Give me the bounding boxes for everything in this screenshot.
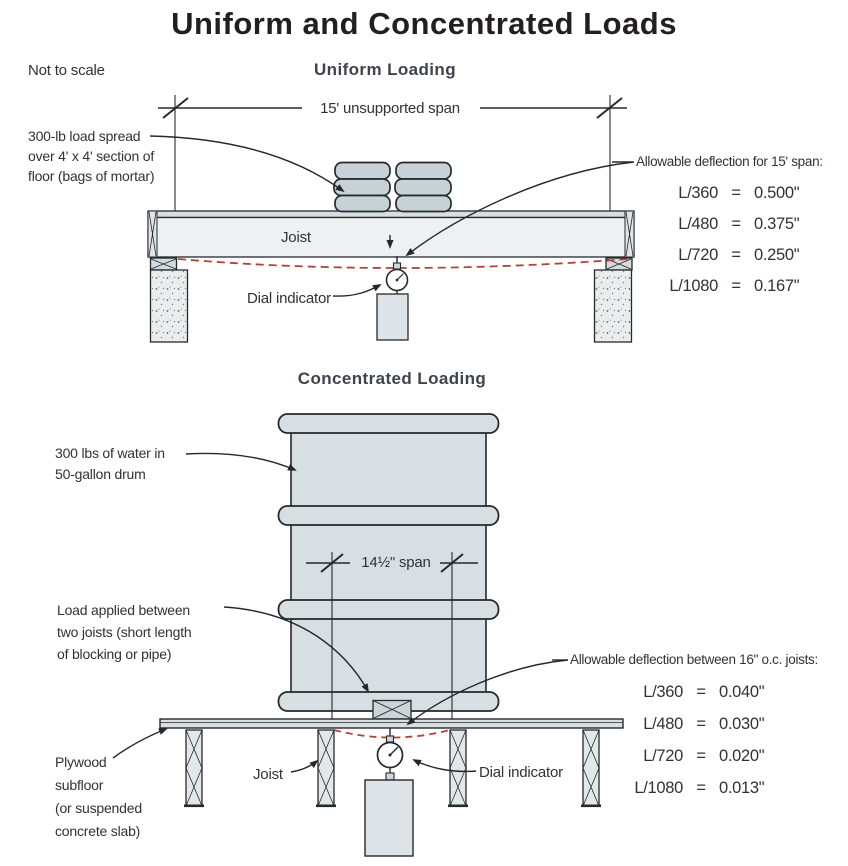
deflection-value: 0.040" — [719, 682, 765, 701]
uniform-load-label-line: floor (bags of mortar) — [28, 168, 155, 184]
equals-sign: = — [731, 215, 741, 233]
equals-sign: = — [696, 682, 706, 701]
left-support-pier — [149, 257, 189, 343]
uniform-load-label-line: 300-lb load spread — [28, 128, 141, 144]
concentrated-span-label: 14½" span — [361, 554, 431, 571]
subfloor-label: Plywood subfloor (or suspended concrete … — [55, 751, 142, 843]
dial-indicator-gauge — [364, 728, 414, 857]
uniform-loading-diagram — [147, 95, 635, 343]
uniform-joist-label: Joist — [281, 229, 311, 246]
equals-sign: = — [696, 714, 706, 733]
drum-load-label-line: 50-gallon drum — [55, 466, 146, 482]
deflection-value: 0.167" — [754, 277, 800, 295]
floor-joists — [184, 729, 601, 808]
concentrated-joist-label: Joist — [253, 766, 283, 783]
concentrated-loading-diagram — [112, 413, 624, 857]
blocking-piece — [372, 699, 412, 720]
deflection-ratio: L/1080 — [634, 778, 683, 797]
deflection-value: 0.020" — [719, 746, 765, 765]
subfloor-label-line: concrete slab) — [55, 823, 141, 839]
drum-load-label-line: 300 lbs of water in — [55, 445, 165, 461]
deflection-value: 0.500" — [754, 184, 800, 202]
uniform-span-label: 15' unsupported span — [320, 100, 460, 117]
leader-arrows — [149, 135, 635, 297]
blocking-load-label-line: two joists (short length — [57, 624, 192, 640]
deflection-curve — [333, 729, 451, 739]
concentrated-dial-indicator-label: Dial indicator — [479, 764, 563, 781]
uniform-deflection-heading: Allowable deflection for 15' span: — [636, 154, 823, 169]
leader-arrows — [112, 452, 569, 773]
joist-beam — [147, 210, 635, 258]
equals-sign: = — [731, 246, 741, 264]
concentrated-deflection-heading: Allowable deflection between 16" o.c. jo… — [570, 652, 818, 667]
equals-sign: = — [696, 778, 706, 797]
blocking-load-label-line: of blocking or pipe) — [57, 646, 172, 662]
deflection-ratio: L/360 — [643, 682, 683, 701]
deflection-value: 0.375" — [754, 215, 800, 233]
uniform-load-label-line: over 4' x 4' section of — [28, 148, 155, 164]
deflection-ratio: L/1080 — [669, 277, 718, 295]
water-drum — [277, 413, 500, 712]
subfloor-label-line: Plywood — [55, 754, 107, 770]
deflection-ratio: L/480 — [678, 215, 718, 233]
plywood-subfloor — [159, 718, 624, 729]
deflection-ratio: L/480 — [643, 714, 683, 733]
uniform-deflection-table: L/360 = 0.500" L/480 = 0.375" L/720 = 0.250" L… — [660, 178, 838, 302]
equals-sign: = — [731, 184, 741, 202]
drum-load-label: 300 lbs of water in 50-gallon drum — [55, 443, 165, 485]
equals-sign: = — [696, 746, 706, 765]
deflection-ratio: L/360 — [678, 184, 718, 202]
concentrated-deflection-table: L/360 = 0.040" L/480 = 0.030" L/720 = 0.020" L… — [625, 676, 803, 804]
deflection-value: 0.030" — [719, 714, 765, 733]
blocking-load-label-line: Load applied between — [57, 602, 191, 618]
concentrated-subtitle: Concentrated Loading — [297, 369, 487, 388]
uniform-load-label: 300-lb load spread over 4' x 4' section … — [28, 126, 155, 186]
deflection-curve — [177, 258, 629, 269]
uniform-dial-indicator-label: Dial indicator — [247, 290, 331, 307]
dial-indicator-gauge — [376, 256, 409, 341]
uniform-subtitle: Uniform Loading — [314, 60, 456, 79]
span-dimension-lines — [306, 552, 478, 719]
deflection-value: 0.250" — [754, 246, 800, 264]
mortar-bags — [333, 161, 452, 213]
span-dimension-lines — [158, 95, 627, 257]
deflection-ratio: L/720 — [678, 246, 718, 264]
subfloor-label-line: (or suspended — [55, 800, 142, 816]
not-to-scale-note: Not to scale — [28, 62, 105, 79]
subfloor-label-line: subfloor — [55, 777, 104, 793]
deflection-value: 0.013" — [719, 778, 765, 797]
right-support-pier — [593, 257, 633, 343]
blocking-load-label: Load applied between two joists (short l… — [57, 599, 192, 665]
deflection-ratio: L/720 — [643, 746, 683, 765]
page-title: Uniform and Concentrated Loads — [171, 6, 677, 41]
equals-sign: = — [731, 277, 741, 295]
